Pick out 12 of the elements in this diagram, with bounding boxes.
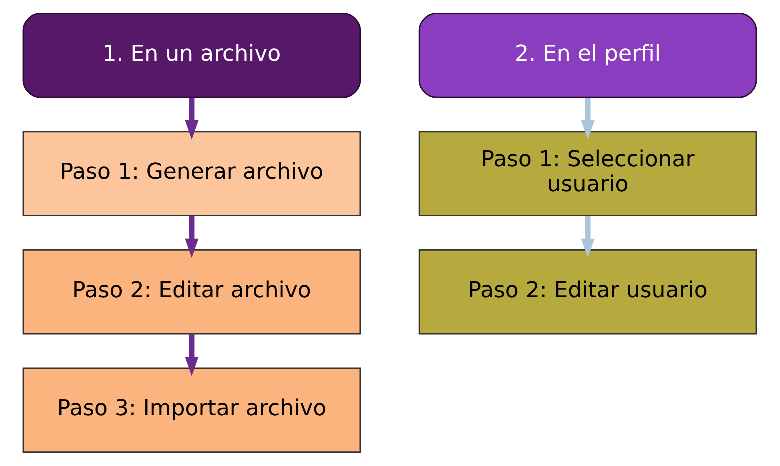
node-box: 1. En un archivo xyxy=(22,12,362,98)
arrow xyxy=(581,98,595,140)
arrow xyxy=(581,216,595,258)
node-box: Paso 3: Importar archivo xyxy=(22,368,362,454)
node-box: Paso 1: Seleccionar usuario xyxy=(418,131,758,216)
arrow xyxy=(185,334,199,376)
node-box: Paso 2: Editar usuario xyxy=(418,250,758,335)
arrow xyxy=(185,98,199,140)
arrow xyxy=(185,216,199,258)
node-box: Paso 2: Editar archivo xyxy=(22,250,362,335)
node-box: 2. En el perfil xyxy=(418,12,758,98)
node-box: Paso 1: Generar archivo xyxy=(22,131,362,216)
